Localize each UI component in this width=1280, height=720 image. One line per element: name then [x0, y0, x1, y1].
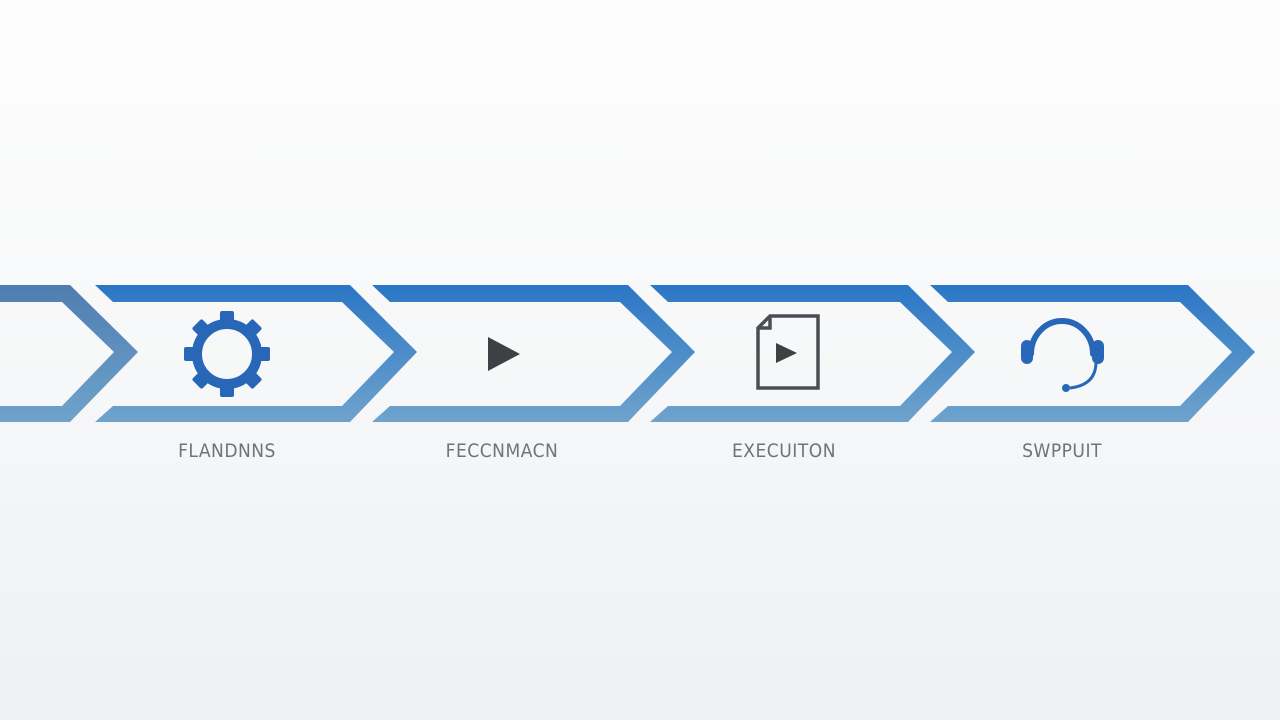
chevron-step-2 — [372, 285, 695, 422]
gear-tooth — [243, 319, 262, 338]
gear-tooth — [184, 347, 198, 361]
step-label-preparation: FECCNMACN — [445, 440, 559, 462]
headset-icon — [1021, 318, 1104, 392]
step-label-support: SWPPUIT — [1022, 440, 1102, 462]
gear-tooth — [220, 383, 234, 397]
gear-icon — [184, 311, 270, 397]
gear-tooth — [220, 311, 234, 325]
chevron-step-1 — [95, 285, 417, 422]
step-label-execution: EXECUITON — [732, 440, 836, 462]
gear-tooth — [256, 347, 270, 361]
document-play-icon — [756, 314, 820, 390]
gear-tooth — [192, 370, 211, 389]
play-icon — [488, 337, 520, 371]
lead-chevron — [0, 285, 138, 422]
chevron-step-4 — [930, 285, 1255, 422]
gear-tooth — [192, 319, 211, 338]
chevron-step-3 — [650, 285, 975, 422]
gear-tooth — [243, 370, 262, 389]
step-label-planning: FLANDNNS — [178, 440, 276, 462]
